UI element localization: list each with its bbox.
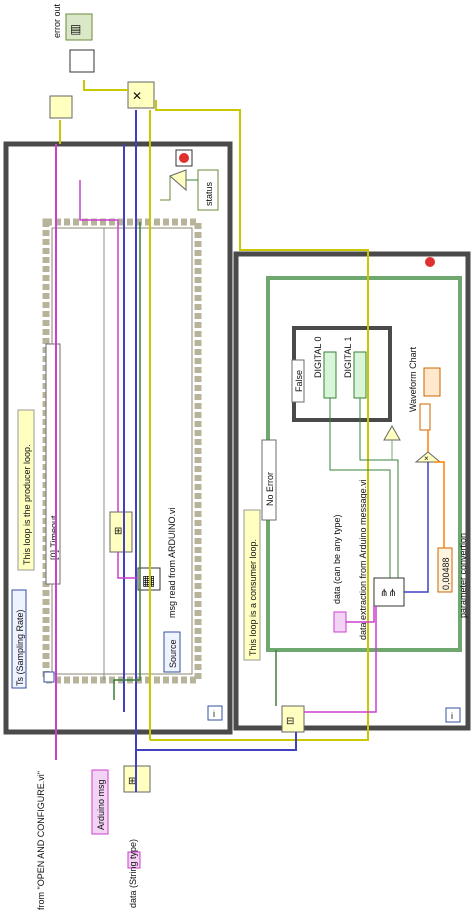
- inner-case-structure[interactable]: [292, 326, 392, 422]
- digital1-indicator[interactable]: [353, 351, 367, 399]
- case-selector-label: No Error: [265, 472, 275, 506]
- dequeue-node[interactable]: [281, 705, 305, 733]
- data-string-type-label: data (String type): [128, 839, 138, 908]
- release-x-icon: ✕: [132, 89, 142, 103]
- digital1-label: DIGITAL 1: [343, 336, 353, 378]
- case-selector-no-error[interactable]: [261, 439, 277, 521]
- parameter-conversion-label: parameter convertion: [458, 533, 468, 618]
- error-out-indicator[interactable]: [65, 13, 93, 41]
- ts-sampling-rate-control[interactable]: [11, 589, 27, 689]
- consumer-comment: This loop is a consumer loop.: [248, 539, 258, 656]
- dequeue-icon: ⊟: [286, 716, 294, 727]
- simple-error-node[interactable]: [49, 95, 73, 119]
- constant-value: 0,00488: [441, 557, 451, 590]
- or-node[interactable]: [383, 424, 401, 441]
- extraction-icon: ⋔⋔: [380, 588, 397, 599]
- data-extraction-subvi[interactable]: [373, 577, 405, 607]
- consumer-comment-box: [243, 509, 261, 661]
- ts-control-label: Ts (Sampling Rate): [15, 609, 25, 686]
- wires: [55, 80, 445, 792]
- consumer-stop-led-icon: [425, 257, 435, 267]
- consumer-while-loop[interactable]: [233, 251, 471, 731]
- constant-0-00488[interactable]: [437, 547, 453, 593]
- enqueue-node[interactable]: [109, 511, 133, 553]
- queue-icon: ⊞: [114, 526, 122, 537]
- timeout-terminal[interactable]: [43, 671, 55, 683]
- data-extraction-label: data extraction from Arduino message.vi: [358, 479, 368, 640]
- producer-iteration-terminal: [207, 705, 223, 721]
- producer-comment-box: [17, 409, 35, 571]
- data-string-type-terminal[interactable]: [127, 851, 141, 869]
- arduino-msg-label: Arduino msg: [96, 779, 106, 830]
- event-structure-inner: [51, 227, 193, 675]
- obtain-queue-icon: ⊞: [128, 776, 136, 787]
- consumer-iteration-terminal: [445, 707, 461, 723]
- unbundle-status-node[interactable]: [169, 169, 187, 192]
- inner-case-selector[interactable]: [291, 359, 305, 403]
- producer-iteration-label: i: [213, 709, 215, 719]
- error-cluster-icon: ▤: [70, 22, 81, 36]
- digital0-label: DIGITAL 0: [313, 336, 323, 378]
- build-array-node[interactable]: [419, 403, 431, 431]
- digital0-indicator[interactable]: [323, 351, 337, 399]
- data-any-type-label: data (can be any type): [332, 514, 342, 604]
- producer-while-loop[interactable]: [3, 141, 233, 735]
- inner-case-label: False: [294, 370, 304, 392]
- from-open-configure-label: from "OPEN AND CONFIGURE.vi": [36, 771, 46, 910]
- msg-read-subvi-label: msg read from ARDUINO.vi: [167, 507, 177, 618]
- source-label: Source: [168, 639, 178, 668]
- waveform-chart-terminal[interactable]: [423, 367, 441, 397]
- waveform-chart-label: Waveform Chart: [408, 346, 418, 412]
- grid-icon: ▦: [142, 572, 155, 588]
- data-any-type-terminal[interactable]: [333, 611, 347, 633]
- stop-led-icon: [179, 153, 189, 163]
- release-queue-node[interactable]: [127, 81, 155, 109]
- merge-errors-node[interactable]: [69, 49, 95, 73]
- status-label: status: [204, 181, 214, 206]
- error-out-label: error out: [52, 3, 62, 38]
- event-case-label: [0] Timeout: [49, 515, 59, 560]
- status-indicator: [197, 169, 219, 211]
- source-terminal[interactable]: [163, 631, 181, 673]
- arduino-msg-constant[interactable]: [91, 769, 109, 835]
- producer-comment: This loop is the producer loop.: [22, 444, 32, 565]
- multiply-symbol: ×: [424, 454, 429, 463]
- consumer-iteration-label: i: [451, 711, 453, 721]
